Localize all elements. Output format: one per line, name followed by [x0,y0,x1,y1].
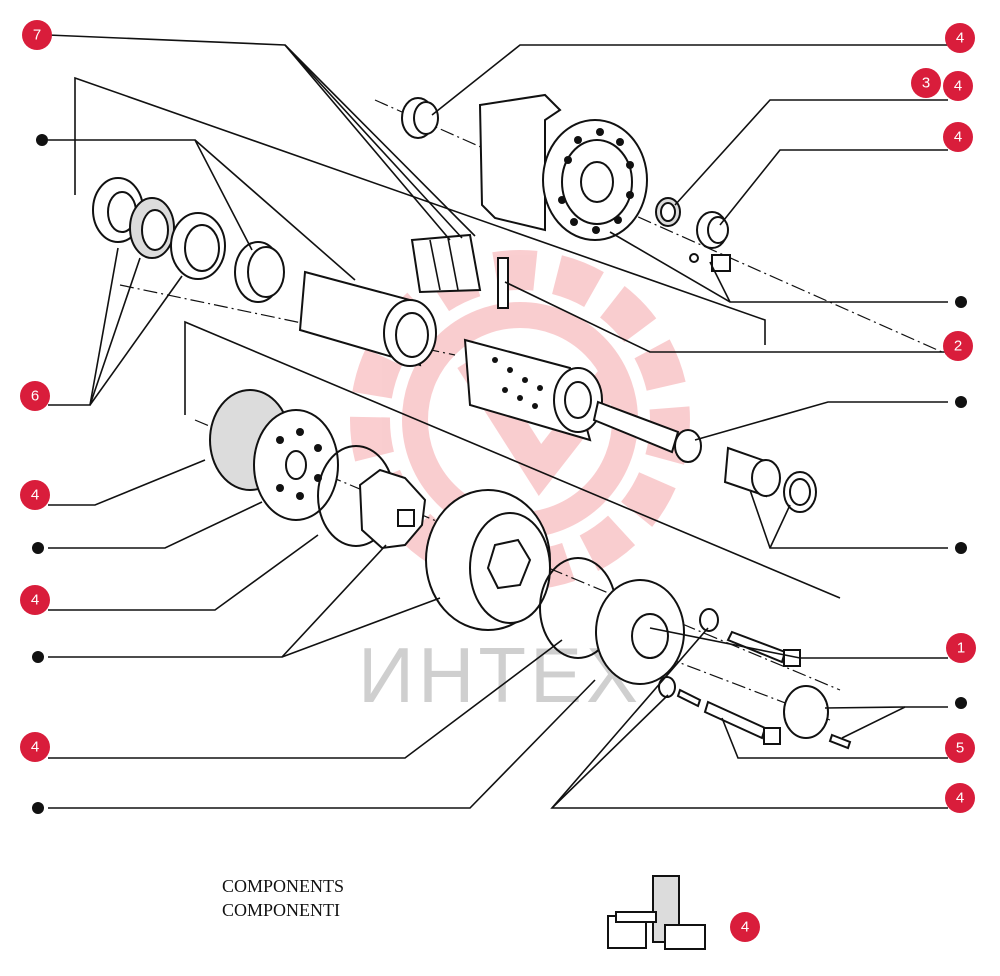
svg-text:4: 4 [956,790,964,807]
callout-4-left-3: 4 [20,732,50,762]
callout-4-bottom-right: 4 [945,783,975,813]
callout-4-upper-right: 4 [943,122,973,152]
svg-text:4: 4 [956,30,964,47]
washers [658,608,719,698]
dot-markers [32,134,967,814]
spool-sleeve [298,270,437,367]
callout-3: 3 [911,68,941,98]
cap [783,685,852,750]
svg-text:2: 2 [954,338,962,355]
seal-kit-icon [607,875,706,950]
group-brackets [74,76,841,599]
plug-screw [689,253,731,272]
nut-stack [410,233,482,294]
svg-text:7: 7 [33,27,41,44]
svg-text:4: 4 [741,919,749,936]
gerotor-stator [425,489,551,631]
svg-text:1: 1 [957,640,965,657]
callout-4-left-2: 4 [20,585,50,615]
bearing-bushings-right [723,446,817,513]
svg-text:5: 5 [956,740,964,757]
callout-5: 5 [945,733,975,763]
bolts [676,630,801,745]
caption-line-2: COMPONENTI [222,900,341,920]
svg-text:4: 4 [31,592,39,609]
svg-text:4: 4 [954,129,962,146]
callout-1: 1 [946,633,976,663]
watermark-text: ИНТЕХ [358,631,642,719]
callout-4-kit: 4 [730,912,760,942]
callout-4-top: 4 [945,23,975,53]
motor-housing [478,93,648,241]
valve-spool [463,338,603,442]
callout-6: 6 [20,381,50,411]
bushing-right [696,211,729,249]
end-cover [595,579,685,685]
distributor-plate [253,409,339,521]
callout-4-left-1: 4 [20,480,50,510]
callout-2: 2 [943,331,973,361]
svg-text:4: 4 [954,78,962,95]
callout-7: 7 [22,20,52,50]
callout-4-pair: 4 [943,71,973,101]
small-bushing-top [401,97,439,139]
drive-shaft [592,400,702,463]
caption: COMPONENTS COMPONENTI [222,874,344,922]
svg-text:3: 3 [922,75,930,92]
svg-text:4: 4 [31,739,39,756]
seal-stack-left [92,177,285,303]
star-rotor [358,468,427,550]
seal-ring-right [655,197,681,227]
caption-line-1: COMPONENTS [222,876,345,896]
leader-lines [47,34,948,809]
svg-text:6: 6 [31,388,39,405]
svg-text:4: 4 [31,487,39,504]
